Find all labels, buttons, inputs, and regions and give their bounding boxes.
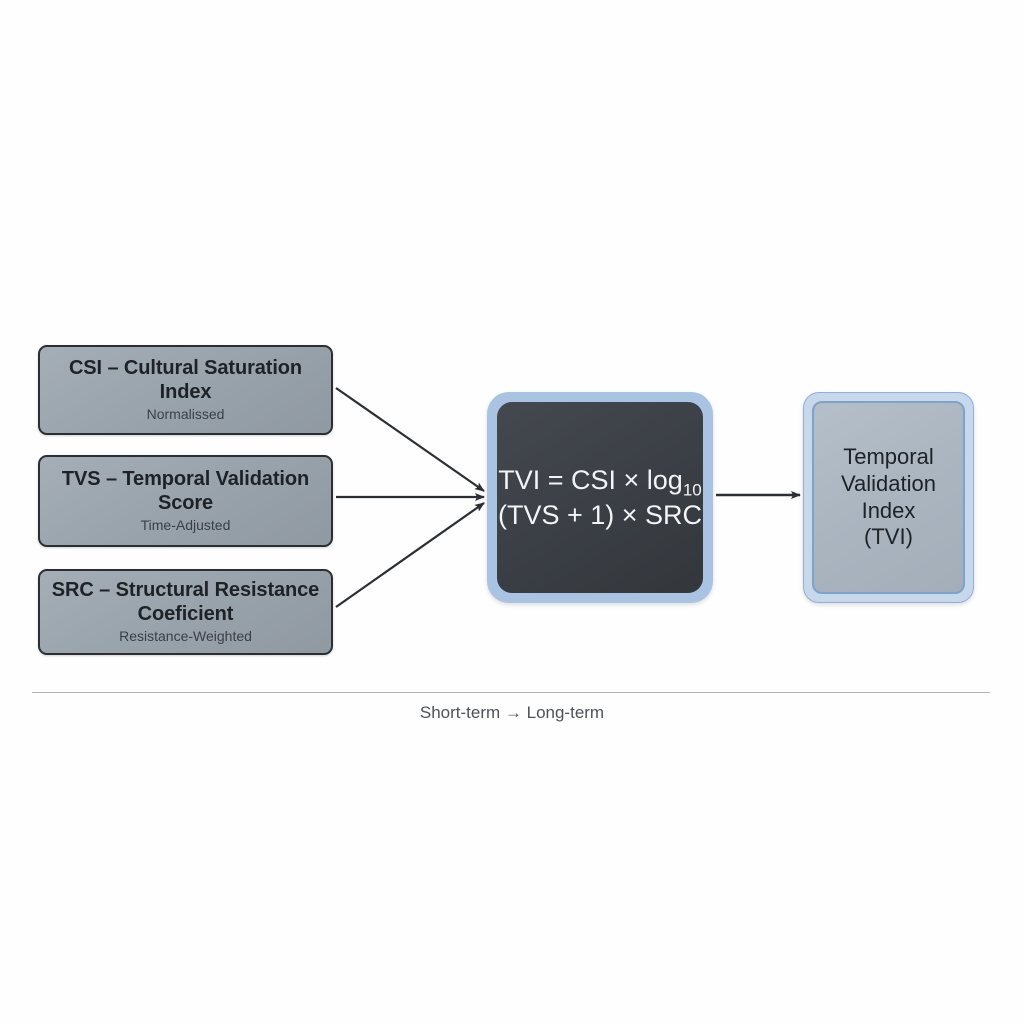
- input-node-tvs[interactable]: TVS – Temporal Validation Score Time-Adj…: [38, 455, 333, 547]
- arrow-src-to-formula: [335, 502, 485, 608]
- input-node-src-subtitle: Resistance-Weighted: [119, 628, 252, 645]
- output-line-4: (TVI): [864, 524, 913, 550]
- formula-line-2: (TVS + 1) × SRC: [497, 499, 703, 530]
- output-node-tvi[interactable]: Temporal Validation Index (TVI): [803, 392, 974, 603]
- output-line-1: Temporal: [843, 443, 934, 469]
- formula-log-subscript: 10: [682, 480, 702, 500]
- output-node-label: Temporal Validation Index (TVI): [841, 444, 936, 551]
- output-line-3: Index: [861, 497, 916, 523]
- formula-node-inner: TVI = CSI × log10 (TVS + 1) × SRC: [497, 402, 703, 593]
- formula-line-1: TVI = CSI × log10: [498, 463, 702, 498]
- input-node-csi-title: CSI – Cultural Saturation Index: [68, 357, 303, 403]
- input-node-csi-subtitle: Normalissed: [146, 406, 225, 423]
- output-node-inner: Temporal Validation Index (TVI): [812, 401, 965, 594]
- formula-text: TVI = CSI × log10 (TVS + 1) × SRC: [498, 463, 702, 532]
- arrow-csi-to-formula: [335, 387, 485, 492]
- footer-divider: [32, 692, 990, 693]
- input-node-tvs-title: TVS – Temporal Validation Score: [61, 468, 310, 514]
- formula-node[interactable]: TVI = CSI × log10 (TVS + 1) × SRC: [487, 392, 713, 603]
- input-node-src[interactable]: SRC – Structural Resistance Coeficient R…: [38, 569, 333, 655]
- output-line-2: Validation: [841, 470, 936, 496]
- footer-caption: Short-term → Long-term: [419, 703, 605, 722]
- input-node-src-title: SRC – Structural Resistance Coeficient: [51, 579, 320, 625]
- input-node-csi[interactable]: CSI – Cultural Saturation Index Normalis…: [38, 345, 333, 435]
- input-node-tvs-subtitle: Time-Adjusted: [140, 517, 231, 534]
- formula-line-1-prefix: TVI = CSI × log: [498, 464, 683, 495]
